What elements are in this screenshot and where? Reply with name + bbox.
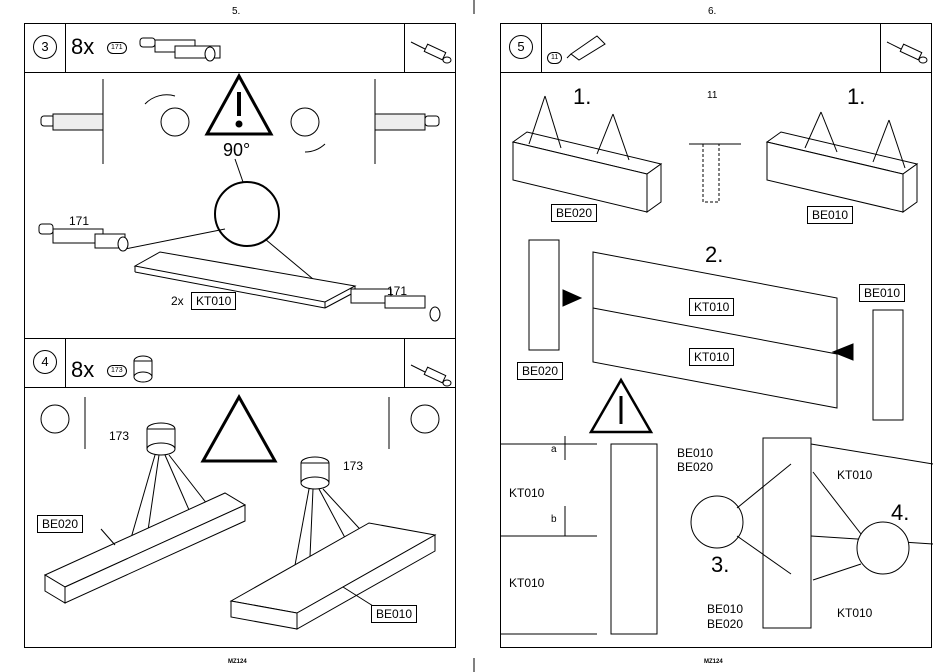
step-5-right-kt010-b: KT010 [837,606,872,620]
step-5-kt010-top: KT010 [689,298,734,316]
step-3-panel-qty: 2x [171,294,184,308]
step-3-angle: 90° [223,140,250,161]
step-5-kt010-bottom: KT010 [689,348,734,366]
step-5-be010-top: BE010 [807,206,853,224]
step-5-dim-a: a [551,444,557,455]
step-5-sub-1-left: 1. [573,84,591,110]
step-5-dim-b: b [551,514,557,525]
step-5-panel: 5 11 [500,23,932,648]
step-5-glue-part: 11 [707,90,717,101]
step-5-be010-mid: BE010 [859,284,905,302]
step-3-panel: 3 8x 171 [24,23,456,339]
step-5-detail-kt010-a: KT010 [509,486,544,500]
step-5-sub-4: 4. [891,500,909,526]
step-5-detail-be010: BE010 [677,446,713,460]
step-4-label-173-b: 173 [343,459,363,473]
step-4-illustration [25,339,457,649]
step-5-detail-kt010-b: KT010 [509,576,544,590]
step-5-be020-top: BE020 [551,204,597,222]
step-5-be020-mid: BE020 [517,362,563,380]
step-4-board-right: BE010 [371,605,417,623]
step-3-panel-label: KT010 [191,292,236,310]
step-4-board-left: BE020 [37,515,83,533]
step-5-right-be020: BE020 [707,617,743,631]
step-4-label-173-a: 173 [109,429,129,443]
step-3-label-171-a: 171 [69,214,89,228]
step-5-detail-be020: BE020 [677,460,713,474]
step-4-panel: 4 8x 173 [24,338,456,648]
step-5-right-be010: BE010 [707,602,743,616]
step-5-sub-1-right: 1. [847,84,865,110]
step-5-sub-2: 2. [705,242,723,268]
step-5-right-kt010-a: KT010 [837,468,872,482]
step-5-sub-3: 3. [711,552,729,578]
step-3-label-171-b: 171 [387,284,407,298]
